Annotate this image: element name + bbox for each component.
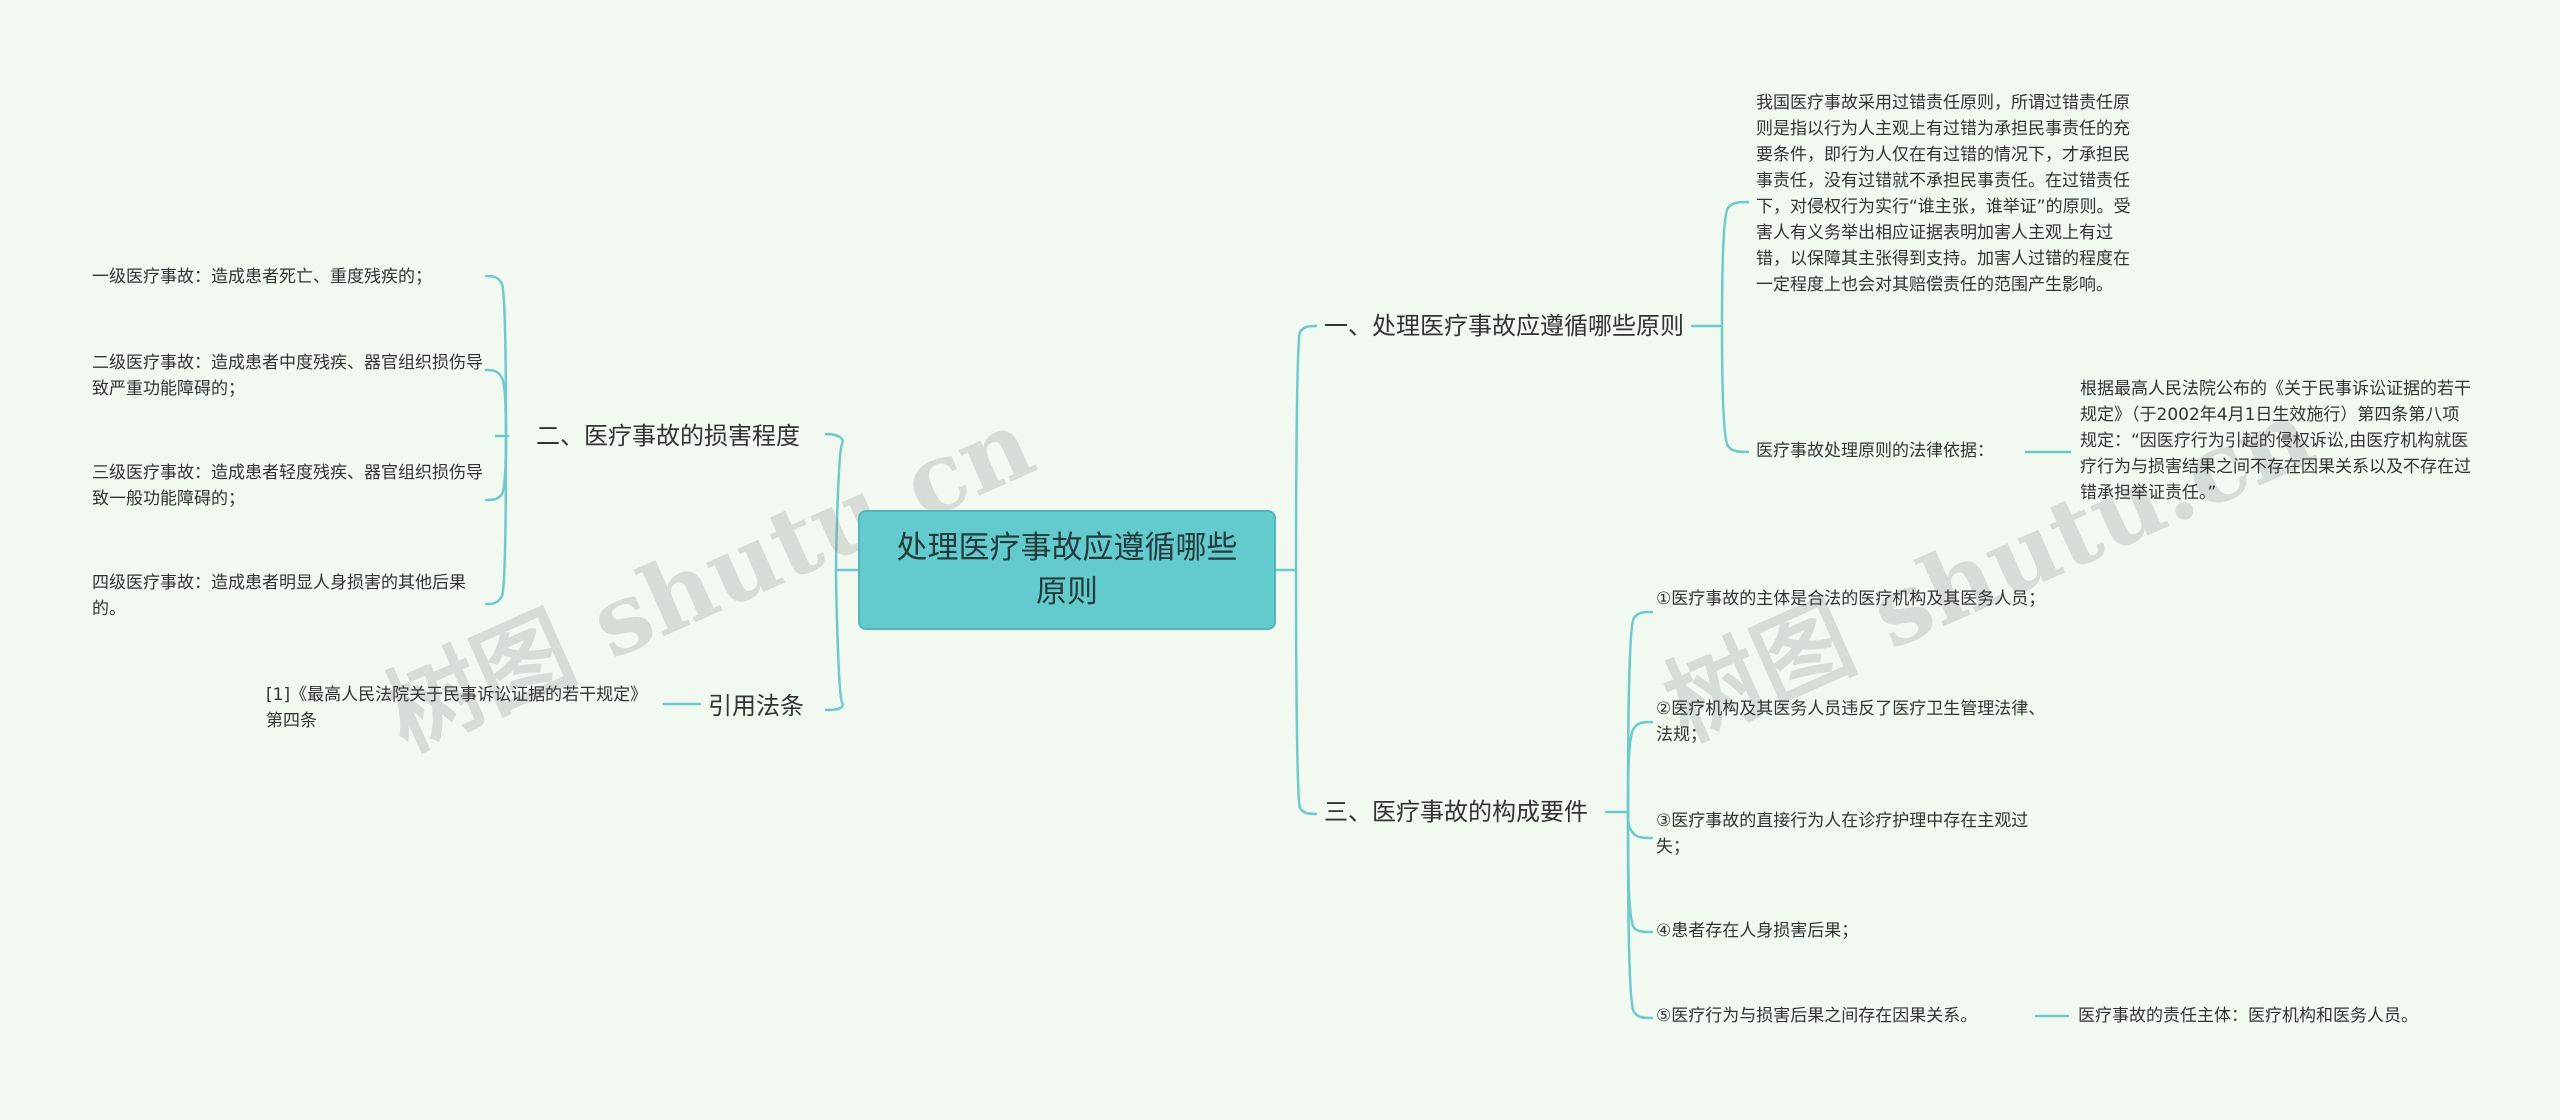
damage-item: 三级医疗事故：造成患者轻度残疾、器官组织损伤导致一般功能障碍的； <box>92 460 484 512</box>
damage-item-text: 四级医疗事故：造成患者明显人身损害的其他后果的。 <box>92 573 466 619</box>
damage-item: 二级医疗事故：造成患者中度残疾、器官组织损伤导致严重功能障碍的； <box>92 350 484 402</box>
branch-elements-label: 三、医疗事故的构成要件 <box>1324 798 1588 826</box>
element-item-text: ⑤医疗行为与损害后果之间存在因果关系。 <box>1656 1006 1978 1026</box>
principle-detail: 我国医疗事故采用过错责任原则，所谓过错责任原则是指以行为人主观上有过错为承担民事… <box>1756 90 2146 298</box>
element-item-text: ④患者存在人身损害后果； <box>1656 921 1859 941</box>
citation-item-text: [1]《最高人民法院关于民事诉讼证据的若干规定》 第四条 <box>266 685 648 731</box>
branch-citation-label: 引用法条 <box>708 692 804 720</box>
damage-item: 四级医疗事故：造成患者明显人身损害的其他后果的。 <box>92 570 484 622</box>
branch-damage[interactable]: 二、医疗事故的损害程度 <box>536 420 800 452</box>
element-item: ⑤医疗行为与损害后果之间存在因果关系。 <box>1656 1003 1977 1029</box>
branch-damage-label: 二、医疗事故的损害程度 <box>536 422 800 450</box>
branch-principle[interactable]: 一、处理医疗事故应遵循哪些原则 <box>1324 310 1684 342</box>
principle-basis[interactable]: 医疗事故处理原则的法律依据： <box>1756 438 1994 464</box>
element-item: ②医疗机构及其医务人员违反了医疗卫生管理法律、法规； <box>1656 696 2048 748</box>
principle-detail-text: 我国医疗事故采用过错责任原则，所谓过错责任原则是指以行为人主观上有过错为承担民事… <box>1756 93 2131 295</box>
root-topic[interactable]: 处理医疗事故应遵循哪些原则 <box>858 510 1276 630</box>
branch-elements[interactable]: 三、医疗事故的构成要件 <box>1324 796 1588 828</box>
element-item: ④患者存在人身损害后果； <box>1656 918 2048 944</box>
damage-item-text: 三级医疗事故：造成患者轻度残疾、器官组织损伤导致一般功能障碍的； <box>92 463 483 509</box>
root-topic-label: 处理医疗事故应遵循哪些原则 <box>896 530 1238 610</box>
element-subject-note-text: 医疗事故的责任主体：医疗机构和医务人员。 <box>2078 1006 2418 1026</box>
branch-citation[interactable]: 引用法条 <box>708 690 804 722</box>
damage-item-text: 二级医疗事故：造成患者中度残疾、器官组织损伤导致严重功能障碍的； <box>92 353 483 399</box>
element-item: ①医疗事故的主体是合法的医疗机构及其医务人员； <box>1656 586 2048 612</box>
damage-item: 一级医疗事故：造成患者死亡、重度残疾的； <box>92 264 432 290</box>
principle-basis-label: 医疗事故处理原则的法律依据： <box>1756 441 1994 461</box>
element-subject-note: 医疗事故的责任主体：医疗机构和医务人员。 <box>2078 1003 2418 1029</box>
element-item-text: ①医疗事故的主体是合法的医疗机构及其医务人员； <box>1656 589 2046 609</box>
damage-item-text: 一级医疗事故：造成患者死亡、重度残疾的； <box>92 267 432 287</box>
citation-item: [1]《最高人民法院关于民事诉讼证据的若干规定》 第四条 <box>266 682 658 734</box>
principle-basis-detail: 根据最高人民法院公布的《关于民事诉讼证据的若干规定》（于2002年4月1日生效施… <box>2080 376 2474 506</box>
element-item: ③医疗事故的直接行为人在诊疗护理中存在主观过失； <box>1656 808 2048 860</box>
element-item-text: ③医疗事故的直接行为人在诊疗护理中存在主观过失； <box>1656 811 2029 857</box>
branch-principle-label: 一、处理医疗事故应遵循哪些原则 <box>1324 312 1684 340</box>
element-item-text: ②医疗机构及其医务人员违反了医疗卫生管理法律、法规； <box>1656 699 2046 745</box>
principle-basis-detail-text: 根据最高人民法院公布的《关于民事诉讼证据的若干规定》（于2002年4月1日生效施… <box>2080 379 2471 503</box>
